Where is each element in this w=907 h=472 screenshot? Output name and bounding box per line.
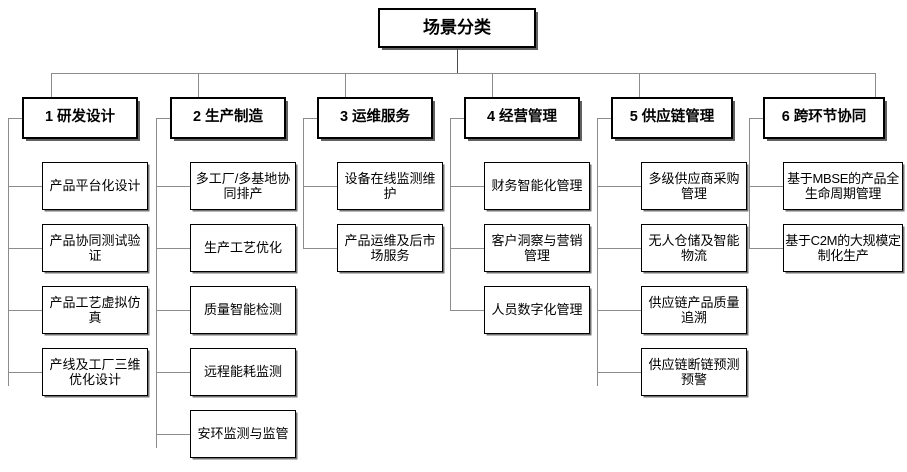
column-header-4[interactable]: 4 经营管理	[464, 97, 580, 139]
leaf-node-5-3[interactable]: 供应链产品质量追溯	[641, 286, 747, 334]
column-header-3[interactable]: 3 运维服务	[317, 97, 433, 139]
leaf-stub-1-1	[8, 186, 42, 187]
leaf-node-1-1-label: 产品平台化设计	[49, 178, 141, 194]
leaf-stub-6-2	[749, 248, 783, 249]
root-node[interactable]: 场景分类	[378, 8, 536, 48]
column-spine-6	[749, 118, 750, 248]
leaf-node-1-4[interactable]: 产线及工厂三维优化设计	[42, 348, 148, 396]
leaf-stub-2-5	[156, 434, 190, 435]
leaf-node-4-2-label: 客户洞察与营销管理	[491, 232, 583, 263]
leaf-node-4-3[interactable]: 人员数字化管理	[484, 286, 590, 334]
leaf-node-1-2-label: 产品协同测试验证	[49, 232, 141, 263]
leaf-stub-2-3	[156, 310, 190, 311]
leaf-node-4-3-label: 人员数字化管理	[491, 302, 583, 318]
leaf-node-2-2-label: 生产工艺优化	[203, 240, 282, 256]
header-stub-3	[303, 118, 319, 119]
bus-line	[51, 73, 875, 74]
leaf-stub-2-1	[156, 186, 190, 187]
leaf-node-5-4[interactable]: 供应链断链预测预警	[641, 348, 747, 396]
leaf-stub-1-2	[8, 248, 42, 249]
leaf-node-1-2[interactable]: 产品协同测试验证	[42, 224, 148, 272]
leaf-node-6-2-label: 基于C2M的大规模定制化生产	[785, 232, 901, 263]
leaf-node-2-2[interactable]: 生产工艺优化	[190, 224, 296, 272]
leaf-node-6-1[interactable]: 基于MBSE的产品全生命周期管理	[783, 162, 903, 210]
leaf-node-6-2[interactable]: 基于C2M的大规模定制化生产	[783, 224, 903, 272]
leaf-stub-3-1	[303, 186, 337, 187]
leaf-node-2-4-label: 远程能耗监测	[203, 364, 282, 380]
leaf-node-4-1[interactable]: 财务智能化管理	[484, 162, 590, 210]
column-spine-4	[450, 118, 451, 310]
column-header-5[interactable]: 5 供应链管理	[611, 97, 733, 139]
leaf-node-3-1-label: 设备在线监测维护	[344, 170, 436, 201]
leaf-node-2-3[interactable]: 质量智能检测	[190, 286, 296, 334]
leaf-node-1-3[interactable]: 产品工艺虚拟仿真	[42, 286, 148, 334]
column-spine-2	[156, 118, 157, 448]
leaf-stub-5-1	[597, 186, 641, 187]
leaf-node-5-1-label: 多级供应商采购管理	[648, 170, 740, 201]
column-header-2[interactable]: 2 生产制造	[170, 97, 286, 139]
leaf-stub-4-2	[450, 248, 484, 249]
bus-drop-3	[345, 73, 346, 118]
root-node-label: 场景分类	[423, 17, 491, 37]
leaf-stub-4-3	[450, 310, 484, 311]
root-trunk-line	[457, 48, 458, 73]
leaf-stub-5-2	[597, 248, 641, 249]
leaf-node-5-4-label: 供应链断链预测预警	[648, 356, 740, 387]
column-header-5-label: 5 供应链管理	[629, 109, 715, 126]
header-stub-1	[8, 118, 24, 119]
bus-drop-1	[51, 73, 52, 118]
bus-drop-2	[198, 73, 199, 118]
leaf-node-4-1-label: 财务智能化管理	[491, 178, 583, 194]
column-header-4-label: 4 经营管理	[486, 109, 558, 126]
leaf-node-2-3-label: 质量智能检测	[203, 302, 282, 318]
bus-drop-5	[639, 73, 640, 118]
leaf-node-3-1[interactable]: 设备在线监测维护	[337, 162, 443, 210]
column-header-6-label: 6 跨环节协同	[781, 109, 867, 126]
leaf-node-1-3-label: 产品工艺虚拟仿真	[49, 294, 141, 325]
leaf-stub-5-4	[597, 372, 641, 373]
column-spine-1	[8, 118, 9, 386]
leaf-node-2-4[interactable]: 远程能耗监测	[190, 348, 296, 396]
header-stub-5	[597, 118, 613, 119]
leaf-node-3-2-label: 产品运维及后市场服务	[344, 232, 436, 263]
leaf-node-5-2[interactable]: 无人仓储及智能物流	[641, 224, 747, 272]
leaf-node-5-1[interactable]: 多级供应商采购管理	[641, 162, 747, 210]
leaf-node-1-1[interactable]: 产品平台化设计	[42, 162, 148, 210]
leaf-node-2-1[interactable]: 多工厂/多基地协同排产	[190, 162, 296, 210]
bus-drop-4	[492, 73, 493, 118]
header-stub-2	[156, 118, 172, 119]
leaf-node-2-5-label: 安环监测与监管	[197, 426, 289, 442]
bus-drop-6	[875, 73, 876, 118]
leaf-stub-3-2	[303, 248, 337, 249]
leaf-node-2-1-label: 多工厂/多基地协同排产	[195, 170, 291, 201]
column-header-3-label: 3 运维服务	[339, 109, 411, 126]
header-stub-6	[749, 118, 765, 119]
leaf-stub-1-4	[8, 372, 42, 373]
leaf-stub-2-4	[156, 372, 190, 373]
leaf-stub-2-2	[156, 248, 190, 249]
leaf-node-6-1-label: 基于MBSE的产品全生命周期管理	[787, 170, 899, 201]
column-header-6[interactable]: 6 跨环节协同	[763, 97, 885, 139]
column-spine-5	[597, 118, 598, 386]
leaf-node-1-4-label: 产线及工厂三维优化设计	[49, 356, 141, 387]
leaf-node-5-2-label: 无人仓储及智能物流	[648, 232, 740, 263]
column-header-1-label: 1 研发设计	[44, 109, 116, 126]
leaf-stub-4-1	[450, 186, 484, 187]
leaf-node-3-2[interactable]: 产品运维及后市场服务	[337, 224, 443, 272]
column-spine-3	[303, 118, 304, 248]
leaf-node-5-3-label: 供应链产品质量追溯	[648, 294, 740, 325]
header-drop-1	[51, 73, 52, 74]
leaf-node-2-5[interactable]: 安环监测与监管	[190, 410, 296, 458]
leaf-stub-6-1	[749, 186, 783, 187]
column-header-2-label: 2 生产制造	[192, 109, 264, 126]
column-header-1[interactable]: 1 研发设计	[22, 97, 138, 139]
leaf-node-4-2[interactable]: 客户洞察与营销管理	[484, 224, 590, 272]
leaf-stub-5-3	[597, 310, 641, 311]
leaf-stub-1-3	[8, 310, 42, 311]
header-stub-4	[450, 118, 466, 119]
